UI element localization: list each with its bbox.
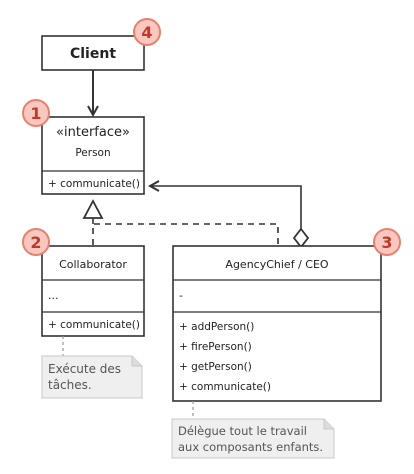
person-interface: «interface» Person + communicate() (41, 116, 145, 195)
collaborator-field: ... (48, 289, 59, 302)
agency-field: - (179, 289, 183, 302)
person-method: + communicate() (48, 178, 140, 190)
note-collaborator: Exécute des tâches. (41, 336, 143, 399)
badge-1: 1 (22, 99, 50, 127)
aggregation-diamond-icon (292, 227, 310, 249)
badge-2: 2 (22, 228, 50, 256)
person-stereotype: «interface» (56, 125, 130, 140)
collaborator-name: Collaborator (59, 258, 127, 271)
agency-method-communicate: + communicate() (179, 381, 271, 393)
note-agency: Délègue tout le travail aux composants e… (171, 401, 335, 459)
collaborator-method: + communicate() (48, 319, 140, 331)
note-collaborator-line-2: tâches. (48, 378, 92, 392)
note-agency-line-1: Délègue tout le travail (178, 424, 307, 438)
realization-triangle-icon (82, 199, 104, 219)
agency-name: AgencyChief / CEO (225, 258, 328, 271)
client-class: Client (41, 35, 145, 71)
person-name: Person (75, 147, 110, 159)
note-collaborator-line-1: Exécute des (48, 362, 121, 376)
badge-4: 4 (133, 18, 161, 46)
note-agency-line-2: aux composants enfants. (178, 440, 323, 454)
agency-method-add: + addPerson() (179, 321, 254, 333)
agency-method-fire: + firePerson() (179, 341, 252, 353)
aggregation-connector (150, 186, 310, 249)
realization-connector (82, 199, 279, 245)
badge-2-label: 2 (30, 233, 41, 252)
badge-1-label: 1 (30, 104, 41, 123)
agency-chief-class: AgencyChief / CEO - + addPerson() + fire… (172, 245, 382, 402)
badge-3-label: 3 (381, 233, 392, 252)
badge-4-label: 4 (141, 23, 152, 42)
agency-method-get: + getPerson() (179, 361, 252, 373)
badge-3: 3 (373, 228, 401, 256)
client-name: Client (70, 46, 116, 62)
collaborator-class: Collaborator ... + communicate() (41, 245, 145, 337)
